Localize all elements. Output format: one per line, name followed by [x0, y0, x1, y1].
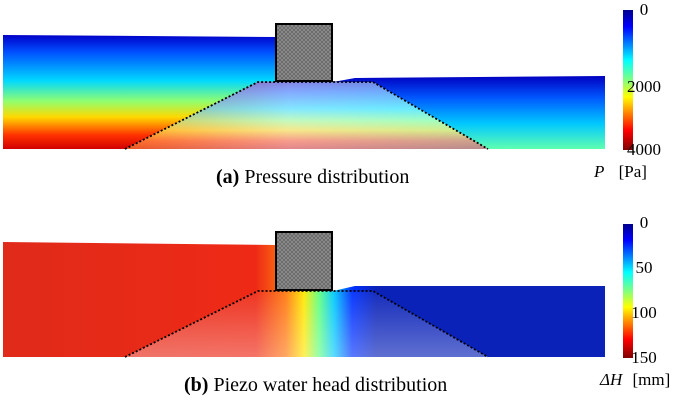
piezo-head-field-plot — [3, 224, 633, 358]
pressure-colorbar — [623, 10, 633, 150]
pressure-field-plot — [3, 10, 633, 150]
caption-letter: (b) — [184, 374, 209, 396]
pressure-downstream-region — [333, 76, 605, 149]
colorbar-unit: [mm] — [632, 370, 671, 389]
colorbar-tick-150: 150 — [631, 348, 657, 367]
colorbar-symbol: ΔH — [600, 370, 623, 389]
structure-block — [275, 231, 333, 291]
colorbar-tick-100: 100 — [631, 303, 657, 322]
caption-b: (b) Piezo water head distribution — [184, 374, 447, 397]
structure-block — [275, 23, 333, 82]
colorbar-label: P [Pa] — [594, 162, 647, 182]
caption-letter: (a) — [216, 166, 240, 188]
panel-piezo-head: 0 50 100 150 ΔH [mm] (b) Piezo water hea… — [0, 200, 685, 401]
colorbar-symbol: P — [594, 162, 605, 181]
colorbar-unit: [Pa] — [618, 162, 647, 181]
colorbar-tick-0: 0 — [639, 0, 649, 19]
caption-text: Piezo water head distribution — [213, 374, 448, 396]
panel-pressure: 0 2000 4000 P [Pa] (a) Pressure distribu… — [0, 0, 685, 200]
colorbar-tick-2000: 2000 — [627, 77, 661, 96]
colorbar-tick-50: 50 — [635, 258, 653, 277]
colorbar-label: ΔH [mm] — [600, 370, 670, 390]
head-colorbar — [623, 224, 633, 358]
pressure-upstream-region — [3, 35, 276, 149]
colorbar-tick-0: 0 — [639, 213, 649, 232]
caption-text: Pressure distribution — [244, 166, 410, 188]
caption-a: (a) Pressure distribution — [216, 166, 409, 189]
colorbar-tick-4000: 4000 — [627, 140, 661, 159]
